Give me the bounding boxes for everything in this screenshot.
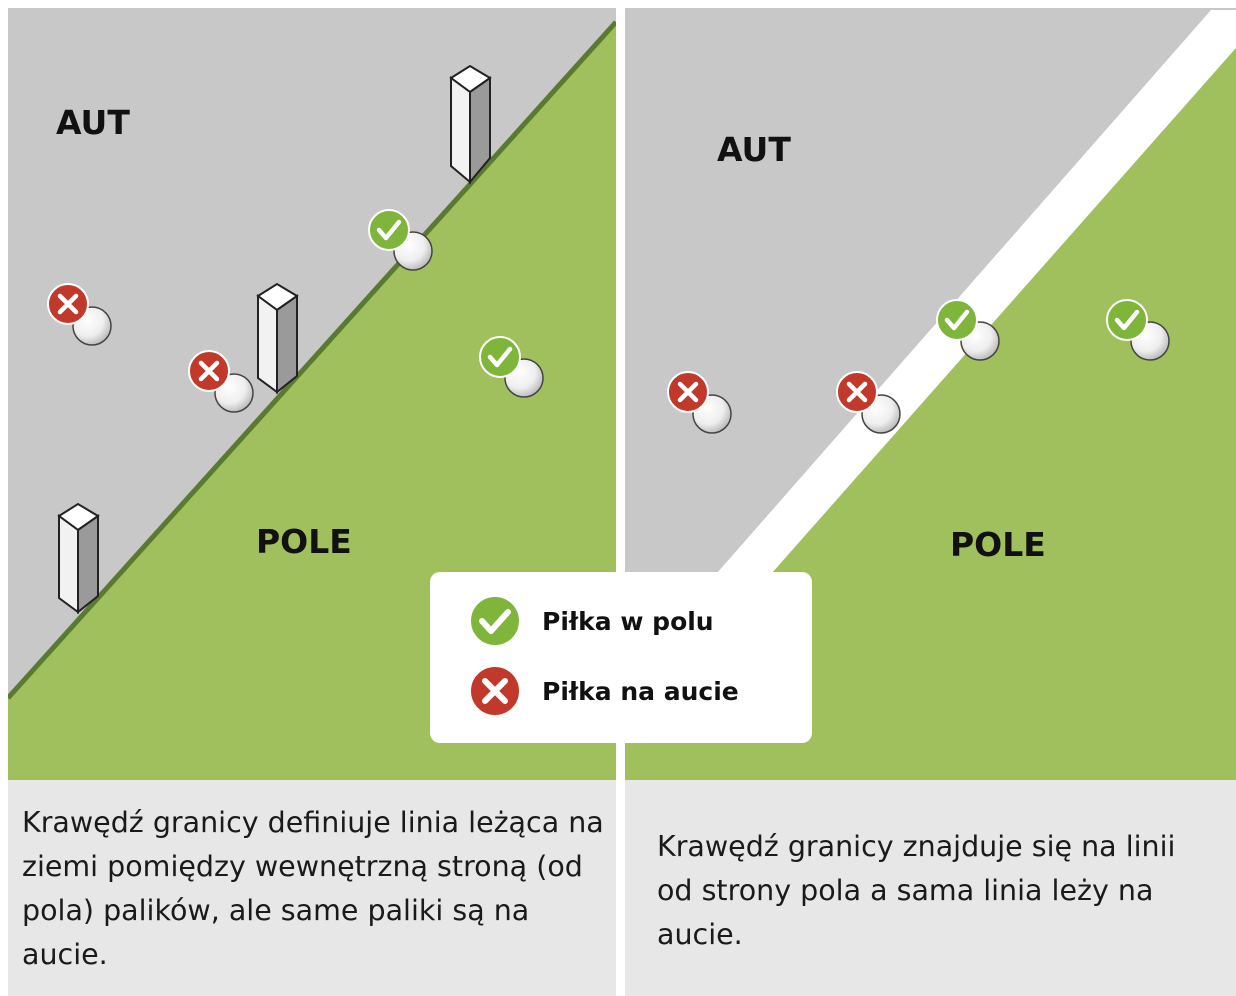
legend-item-in: Piłka w polu <box>468 594 714 648</box>
boundary-stake <box>449 64 492 185</box>
boundary-white-line <box>717 10 1236 573</box>
left-caption: Krawędź granicy definiuje linia leżąca n… <box>8 780 616 996</box>
boundary-stake <box>256 282 299 395</box>
right-caption: Krawędź granicy znajduje się na linii od… <box>625 780 1236 996</box>
check-icon <box>469 595 521 647</box>
ball-out-marker <box>667 371 732 434</box>
boundary-line <box>8 20 616 700</box>
field-zone-label: POLE <box>950 525 1046 564</box>
legend-item-out: Piłka na aucie <box>468 664 739 718</box>
out-zone-label: AUT <box>717 130 791 169</box>
ball-in-marker <box>936 299 1000 361</box>
ball-out-marker <box>47 283 112 346</box>
legend-in-label: Piłka w polu <box>542 606 714 636</box>
out-zone-label: AUT <box>56 103 130 142</box>
field-zone-label: POLE <box>256 522 352 561</box>
legend-out-label: Piłka na aucie <box>542 676 739 706</box>
ball-in-marker <box>479 336 544 398</box>
legend: Piłka w polu Piłka na aucie <box>430 572 812 743</box>
ball-out-marker <box>188 350 254 413</box>
ball-out-marker <box>836 371 901 434</box>
boundary-stake <box>57 502 100 615</box>
ball-in-marker <box>1106 299 1170 361</box>
cross-icon <box>469 665 521 717</box>
ball-in-marker <box>368 209 433 271</box>
